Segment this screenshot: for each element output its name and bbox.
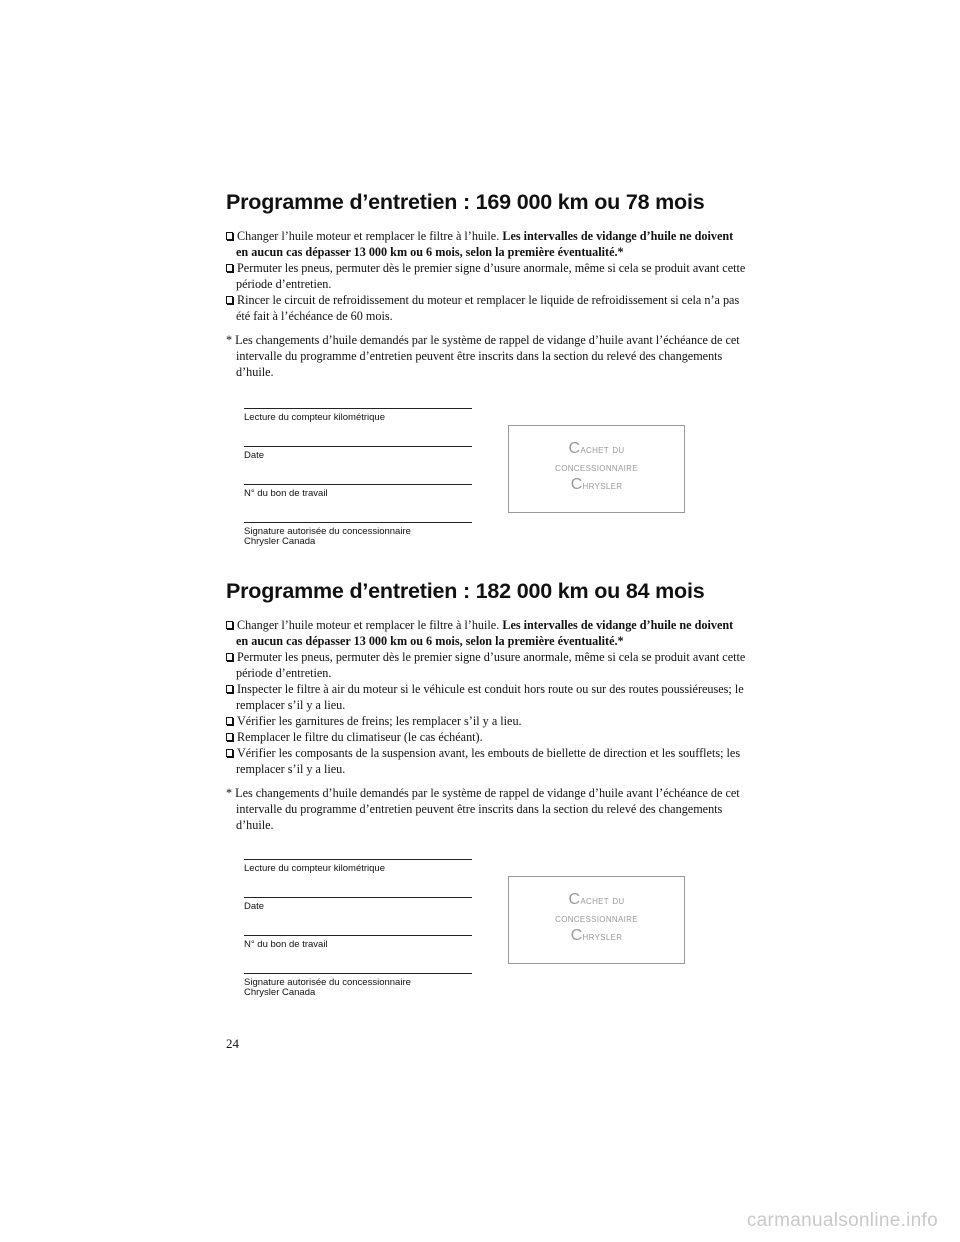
stamp-line-1: Cachet du bbox=[568, 440, 625, 457]
footnote: * Les changements d’huile demandés par l… bbox=[226, 333, 740, 379]
odometer-label: Lecture du compteur kilométrique bbox=[244, 863, 385, 874]
item-bold-text: Les intervalles de vidange d’huile ne do… bbox=[236, 618, 734, 648]
item-text: Vérifier les composants de la suspension… bbox=[236, 746, 741, 776]
date-field[interactable]: Date bbox=[244, 897, 472, 935]
site-watermark: carmanualsonline.info bbox=[746, 1210, 938, 1231]
checklist-item: Remplacer le filtre du climatiseur (le c… bbox=[226, 729, 746, 745]
footnote: * Les changements d’huile demandés par l… bbox=[226, 786, 740, 832]
checkbox-icon bbox=[226, 749, 233, 757]
checklist-item: Rincer le circuit de refroidissement du … bbox=[226, 292, 746, 324]
stamp-line-3: Chrysler bbox=[570, 476, 623, 493]
item-text: Vérifier les garnitures de freins; les r… bbox=[237, 714, 522, 728]
item-text: Changer l’huile moteur et remplacer le f… bbox=[237, 229, 503, 243]
dealer-stamp-box: Cachet du concessionnaire Chrysler bbox=[508, 425, 685, 513]
date-label: Date bbox=[244, 450, 265, 461]
odometer-label: Lecture du compteur kilométrique bbox=[244, 412, 385, 423]
section-title: Programme d’entretien : 169 000 km ou 78… bbox=[226, 190, 705, 214]
work-order-label: N° du bon de travail bbox=[244, 488, 328, 499]
stamp-line-2: concessionnaire bbox=[555, 913, 638, 925]
item-text: Inspecter le filtre à air du moteur si l… bbox=[236, 682, 744, 712]
checklist-item: Permuter les pneus, permuter dès le prem… bbox=[226, 649, 746, 681]
checkbox-icon bbox=[226, 717, 233, 725]
checklist: Changer l’huile moteur et remplacer le f… bbox=[226, 228, 746, 324]
checkbox-icon bbox=[226, 264, 233, 272]
work-order-label: N° du bon de travail bbox=[244, 939, 328, 950]
checkbox-icon bbox=[226, 733, 233, 741]
maintenance-section-1: Programme d’entretien : 169 000 km ou 78… bbox=[226, 190, 746, 380]
checkbox-icon bbox=[226, 685, 233, 693]
item-text: Changer l’huile moteur et remplacer le f… bbox=[237, 618, 503, 632]
checklist-item: Changer l’huile moteur et remplacer le f… bbox=[226, 228, 746, 260]
checklist-item: Changer l’huile moteur et remplacer le f… bbox=[226, 617, 746, 649]
item-text: Permuter les pneus, permuter dès le prem… bbox=[236, 650, 746, 680]
item-text: Remplacer le filtre du climatiseur (le c… bbox=[237, 730, 483, 744]
stamp-line-3: Chrysler bbox=[570, 927, 623, 944]
date-label: Date bbox=[244, 901, 265, 912]
checklist-item: Permuter les pneus, permuter dès le prem… bbox=[226, 260, 746, 292]
item-text: Rincer le circuit de refroidissement du … bbox=[236, 293, 740, 323]
work-order-field[interactable]: N° du bon de travail bbox=[244, 484, 472, 522]
odometer-field[interactable]: Lecture du compteur kilométrique bbox=[244, 859, 472, 897]
item-bold-text: Les intervalles de vidange d’huile ne do… bbox=[236, 229, 734, 259]
item-text: Permuter les pneus, permuter dès le prem… bbox=[236, 261, 746, 291]
checkbox-icon bbox=[226, 232, 233, 240]
page-number: 24 bbox=[226, 1036, 239, 1051]
checklist-item: Vérifier les garnitures de freins; les r… bbox=[226, 713, 746, 729]
stamp-line-1: Cachet du bbox=[568, 891, 625, 908]
section-title: Programme d’entretien : 182 000 km ou 84… bbox=[226, 579, 705, 603]
checklist-item: Inspecter le filtre à air du moteur si l… bbox=[226, 681, 746, 713]
signature-form-2: Lecture du compteur kilométrique Date N°… bbox=[244, 859, 472, 1011]
checkbox-icon bbox=[226, 653, 233, 661]
stamp-line-2: concessionnaire bbox=[555, 462, 638, 474]
checklist: Changer l’huile moteur et remplacer le f… bbox=[226, 617, 746, 777]
checklist-item: Vérifier les composants de la suspension… bbox=[226, 745, 746, 777]
checkbox-icon bbox=[226, 296, 233, 304]
odometer-field[interactable]: Lecture du compteur kilométrique bbox=[244, 408, 472, 446]
work-order-field[interactable]: N° du bon de travail bbox=[244, 935, 472, 973]
signature-form-1: Lecture du compteur kilométrique Date N°… bbox=[244, 408, 472, 560]
dealer-stamp-box: Cachet du concessionnaire Chrysler bbox=[508, 876, 685, 964]
maintenance-section-2: Programme d’entretien : 182 000 km ou 84… bbox=[226, 579, 746, 833]
date-field[interactable]: Date bbox=[244, 446, 472, 484]
checkbox-icon bbox=[226, 621, 233, 629]
